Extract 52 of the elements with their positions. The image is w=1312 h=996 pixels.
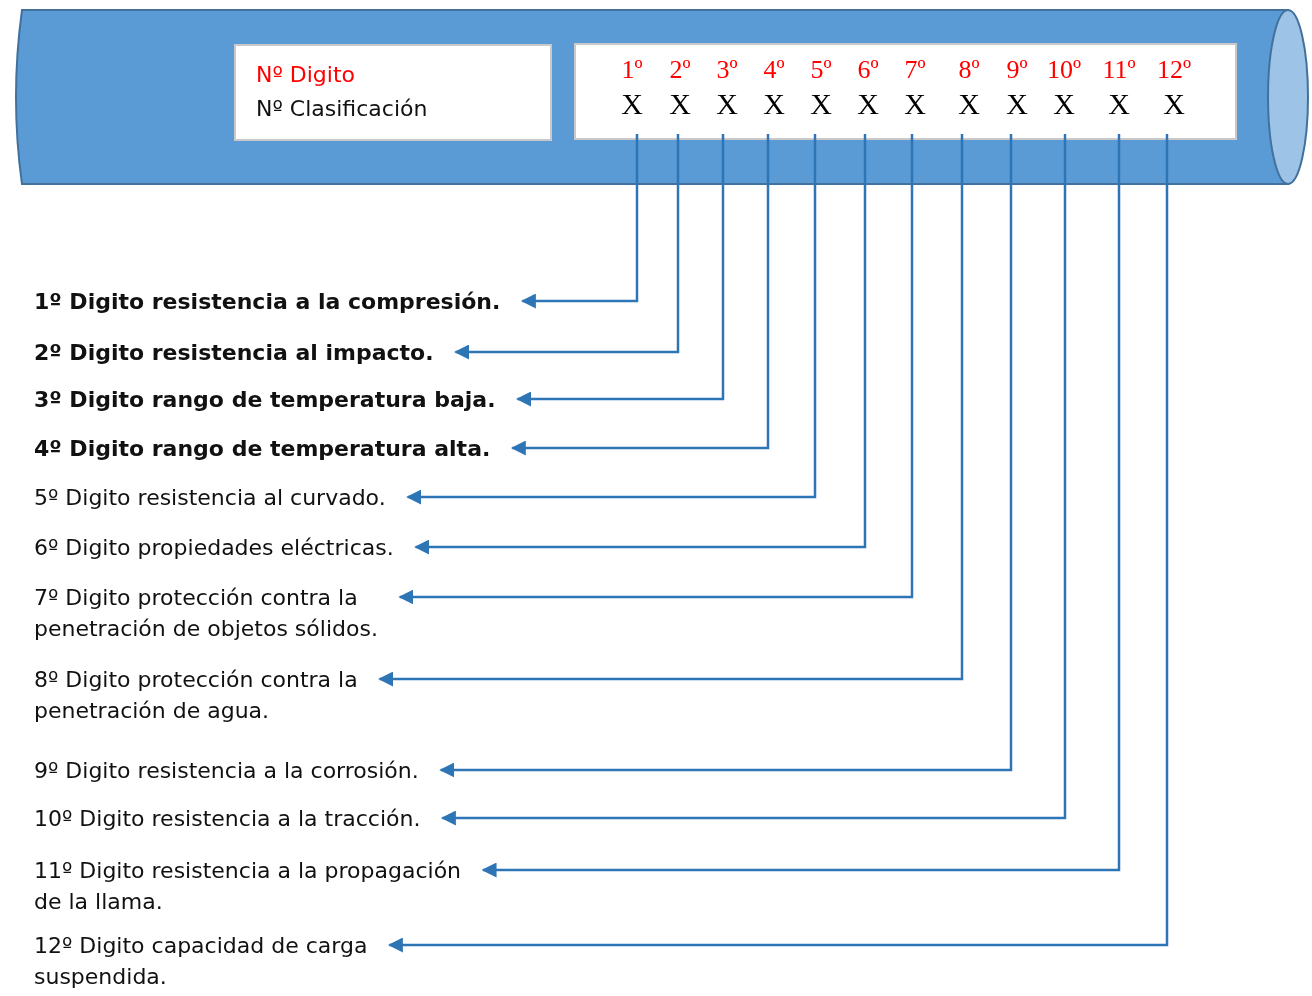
description-text: 4º Digito rango de temperatura alta. [34,433,583,464]
placeholder-field: X [996,86,1038,122]
placeholder-field: X [800,86,842,122]
arrow [520,134,639,309]
placeholder-field: X [847,86,889,122]
description-text: 12º Digito capacidad de carga suspendida. [34,930,583,992]
description-text: 1º Digito resistencia a la compresión. [34,286,583,317]
description-text: 6º Digito propiedades eléctricas. [34,532,583,563]
arrow [454,134,680,360]
legend-box [234,44,552,141]
description-text: 11º Digito resistencia a la propagación de la llama. [34,855,583,917]
arrow [481,134,1121,878]
placeholder-field: X [1098,86,1140,122]
arrow [440,134,1067,826]
digit-position: 7º [903,54,927,86]
digit-position: 10º [1045,54,1083,86]
placeholder-field: X [706,86,748,122]
placeholder-field: X [948,86,990,122]
digit-position: 9º [1005,54,1029,86]
arrow [378,134,964,687]
heading-text: Nº Digito [256,61,356,89]
arrow [510,134,770,456]
placeholder-field: X [894,86,936,122]
arrow [398,134,914,605]
description-text: 5º Digito resistencia al curvado. [34,482,583,513]
description-text: 2º Digito resistencia al impacto. [34,337,583,368]
digit-position: 8º [957,54,981,86]
description-text: 3º Digito rango de temperatura baja. [34,384,583,415]
description-text: 7º Digito protección contra la penetración de objetos sólidos. [34,582,583,644]
digit-panel [574,43,1237,140]
placeholder-field: X [753,86,795,122]
digit-position: 5º [809,54,833,86]
digit-position: 1º [620,54,644,86]
digit-position: 12º [1155,54,1193,86]
digit-position: 6º [856,54,880,86]
arrow [406,134,817,505]
arrow [414,134,867,555]
arrow [387,134,1169,953]
digit-position: 3º [715,54,739,86]
arrow [516,134,725,407]
arrow [439,134,1013,778]
digit-position: 4º [762,54,786,86]
placeholder-field: X [1153,86,1195,122]
description-text: 8º Digito protección contra la penetración de agua. [34,664,583,726]
description-text: 10º Digito resistencia a la tracción. [34,803,583,834]
placeholder-field: X [1043,86,1085,122]
placeholder-field: X [659,86,701,122]
placeholder-field: X [611,86,653,122]
description-text: 9º Digito resistencia a la corrosión. [34,755,583,786]
digit-position: 11º [1101,54,1137,86]
digit-position: 2º [668,54,692,86]
label-text: Nº Clasificación [256,95,428,123]
